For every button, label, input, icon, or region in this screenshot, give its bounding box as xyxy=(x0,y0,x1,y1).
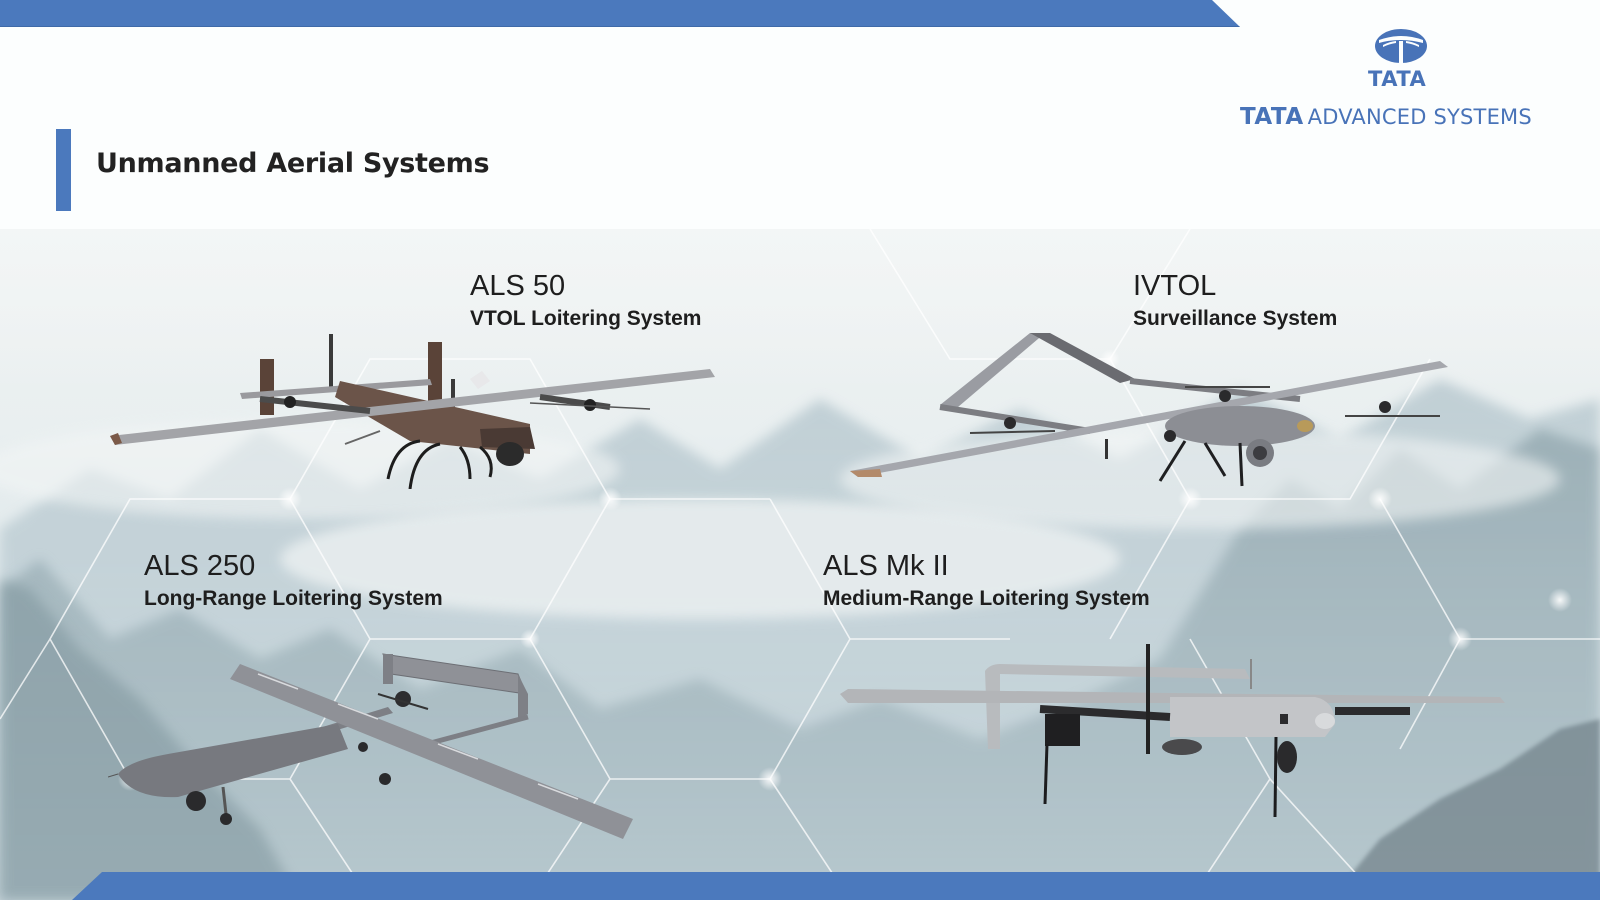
bottom-accent-bar xyxy=(72,872,1600,900)
background-scenery xyxy=(0,229,1600,900)
slide-header xyxy=(0,27,1600,229)
als-mk-ii-drone xyxy=(840,644,1505,818)
title-accent-bar xyxy=(56,129,71,211)
product-name: IVTOL xyxy=(1133,270,1217,302)
page-title: Unmanned Aerial Systems xyxy=(96,148,490,179)
product-card-als-50: ALS 50 VTOL Loitering System xyxy=(470,269,701,331)
ivtol-drone xyxy=(850,333,1448,487)
product-name: ALS Mk II xyxy=(823,550,949,582)
product-name: ALS 250 xyxy=(144,550,256,582)
product-card-als-250: ALS 250 Long-Range Loitering System xyxy=(144,549,443,611)
company-division: ADVANCED SYSTEMS xyxy=(1307,105,1532,129)
tata-emblem-icon xyxy=(1375,29,1427,63)
product-card-als-mk-ii: ALS Mk II Medium-Range Loitering System xyxy=(823,549,1150,611)
product-description: Medium-Range Loitering System xyxy=(823,587,1150,610)
company-brand: TATA xyxy=(1240,104,1304,130)
tata-wordmark: TATA xyxy=(1368,67,1427,91)
product-description: Long-Range Loitering System xyxy=(144,587,443,610)
product-description: Surveillance System xyxy=(1133,307,1338,330)
top-accent-bar xyxy=(0,0,1240,27)
als-250-drone xyxy=(108,653,633,839)
als-50-drone xyxy=(110,334,715,489)
product-description: VTOL Loitering System xyxy=(470,307,702,330)
product-name: ALS 50 xyxy=(470,270,566,302)
product-card-ivtol: IVTOL Surveillance System xyxy=(1133,269,1337,331)
